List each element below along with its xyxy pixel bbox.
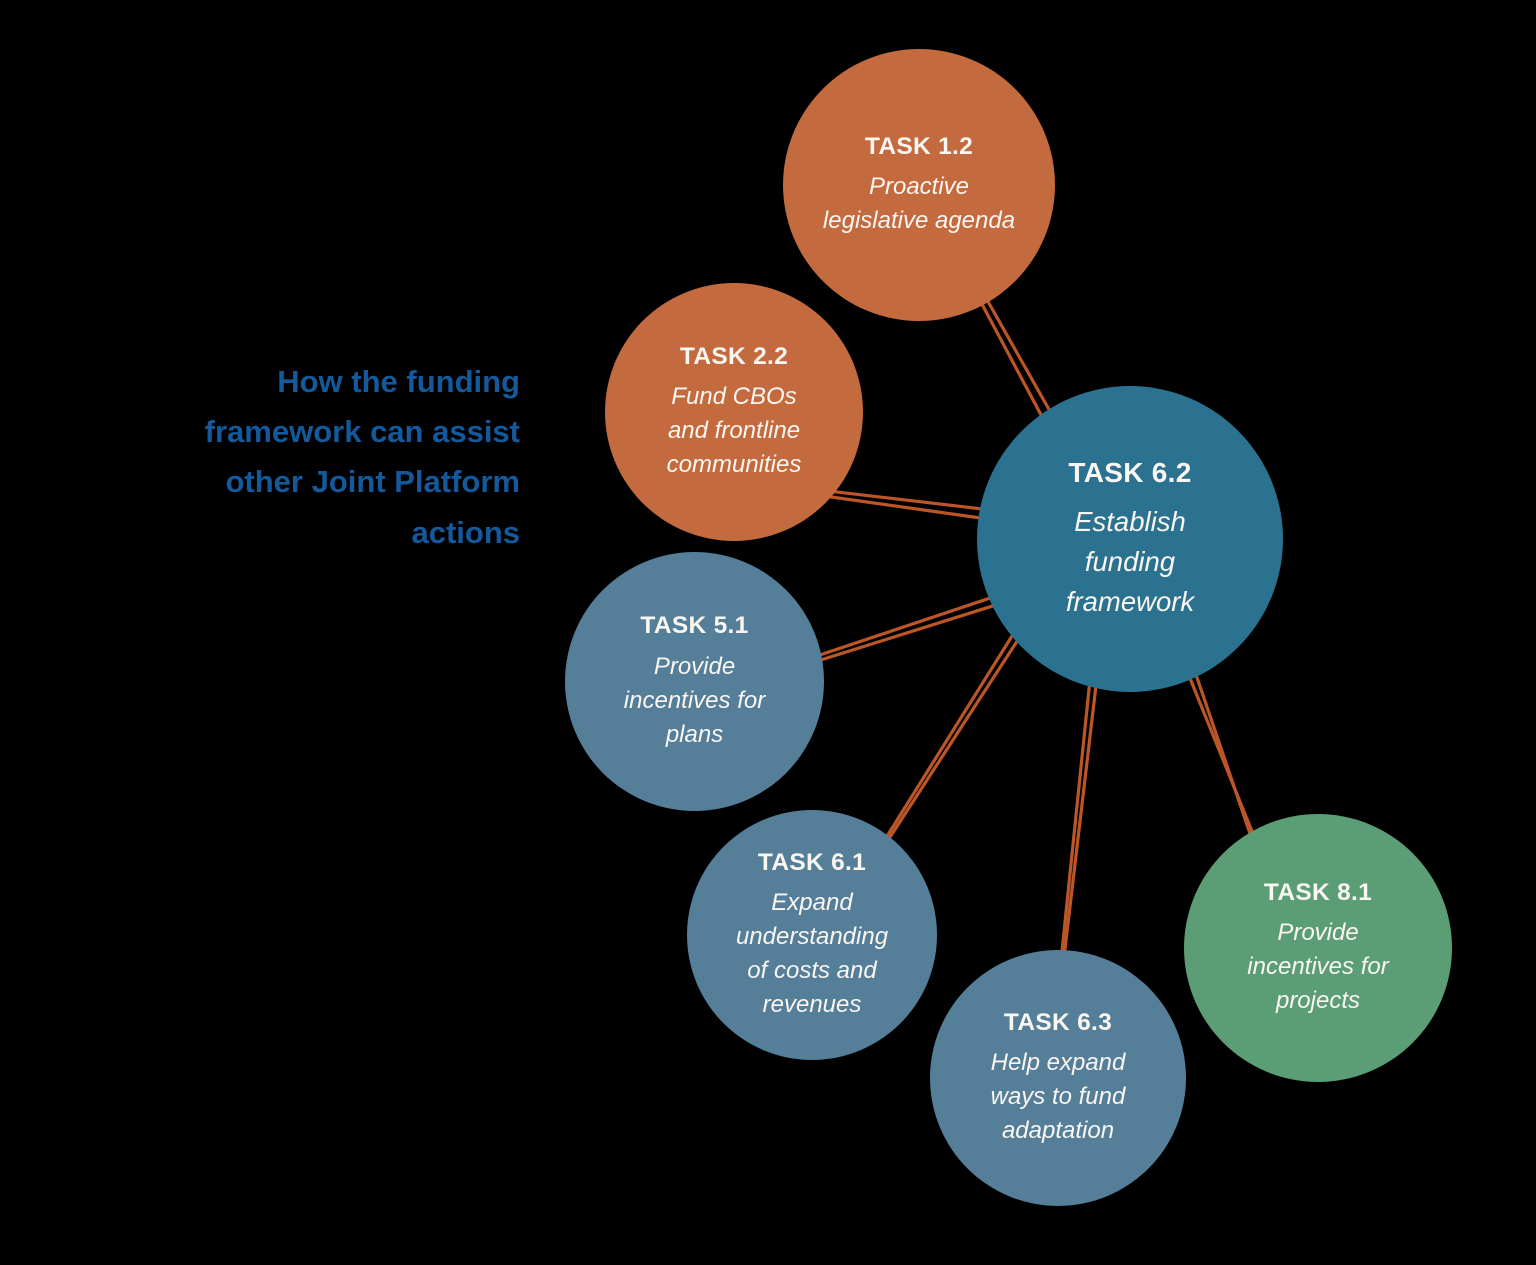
connector-line xyxy=(1187,653,1262,864)
task-8-1-label: TASK 8.1 xyxy=(1263,878,1373,906)
connector-line xyxy=(879,631,1025,852)
task-6-2-label: TASK 6.2 xyxy=(1068,456,1192,488)
connector-line xyxy=(1057,659,1101,1001)
task-1-2-label: TASK 1.2 xyxy=(864,132,974,160)
connector-line xyxy=(877,627,1019,850)
task-6-1-label: TASK 6.1 xyxy=(757,848,867,876)
connector-line xyxy=(1179,655,1266,862)
connector-line xyxy=(1055,659,1094,1001)
task-2-2-label: TASK 2.2 xyxy=(679,342,789,370)
task-5-1-label: TASK 5.1 xyxy=(640,612,749,640)
task-6-3-label: TASK 6.3 xyxy=(1003,1008,1113,1036)
